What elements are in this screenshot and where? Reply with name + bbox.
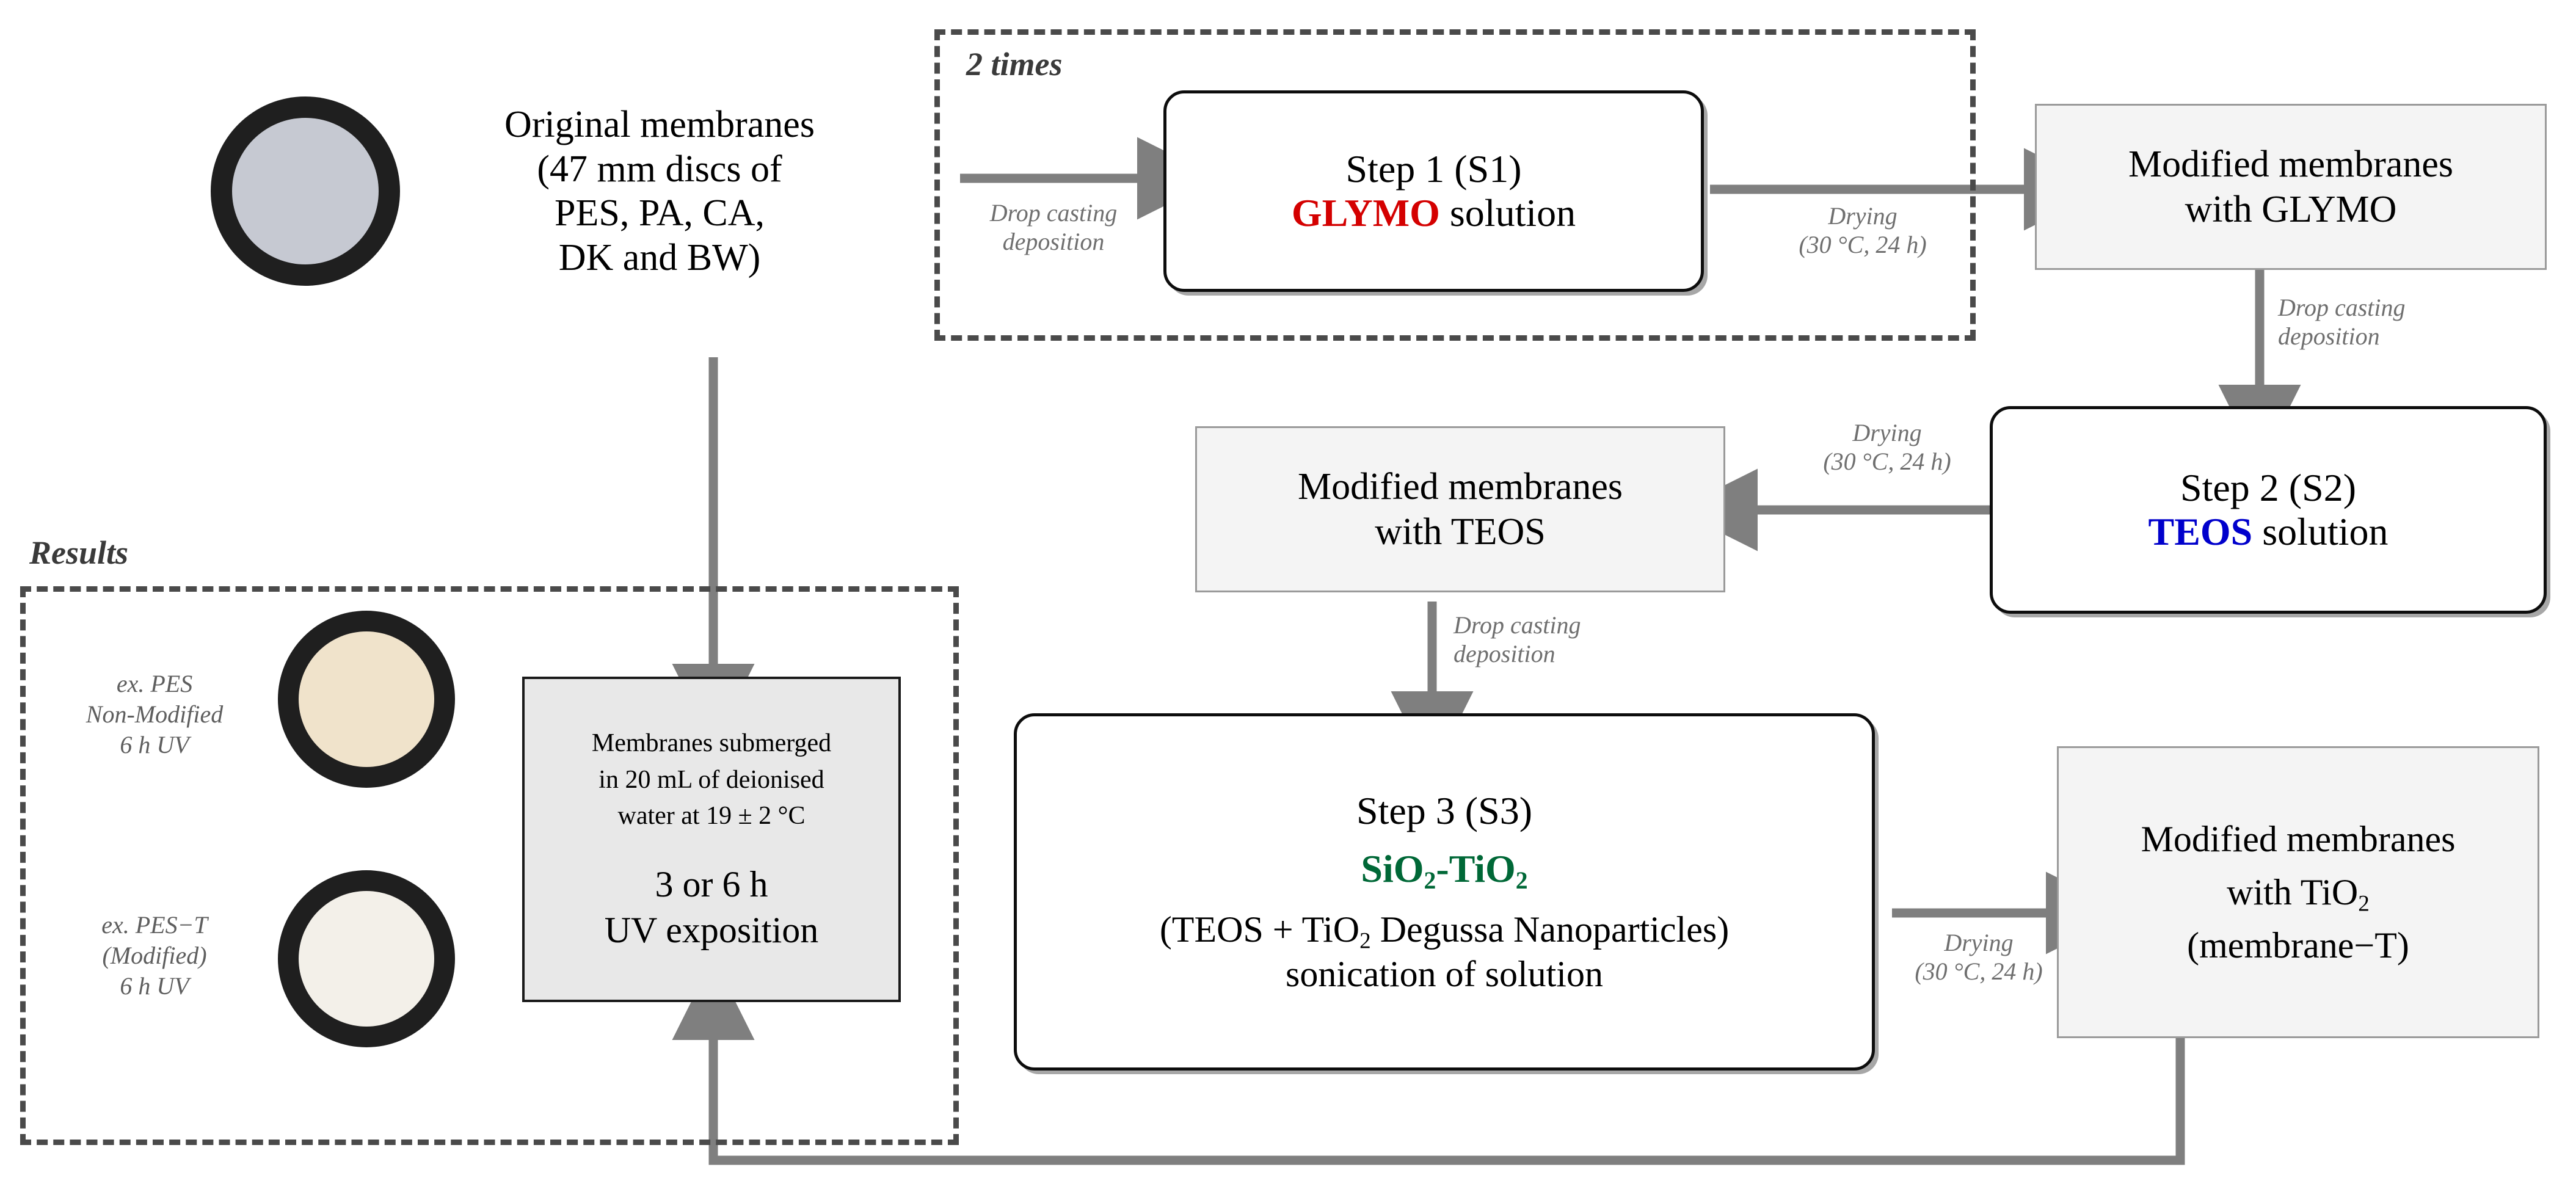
step2-title: Step 2 (S2) <box>2180 466 2356 510</box>
product-tio2-line2: with TiO2 <box>2227 866 2370 919</box>
step3-chem-ti: TiO <box>1449 847 1516 891</box>
product-teos-box[interactable]: Modified membranes with TEOS <box>1195 426 1725 592</box>
product-glymo-line1: Modified membranes <box>2128 143 2454 185</box>
step3-detail-b: sonication of solution <box>1286 954 1603 995</box>
source-line2: (47 mm discs of <box>537 148 782 190</box>
sample-1-label: ex. PES Non-Modified 6 h UV <box>54 669 255 760</box>
step2-chem-suffix: solution <box>2252 510 2389 553</box>
step3-chem-dash: - <box>1436 847 1449 891</box>
product-tio2-line1: Modified membranes <box>2141 818 2456 859</box>
step3-chem-ti-sub: 2 <box>1515 867 1528 895</box>
source-title: Original membranes <box>504 104 815 145</box>
step3-detail-a-pre: (TEOS + TiO <box>1159 909 1360 950</box>
edge-label-step3-tio2: Drying (30 °C, 24 h) <box>1887 928 2070 986</box>
uv-line4: 3 or 6 h <box>655 864 768 904</box>
step3-detail-a-rest: Degussa Nanoparticles) <box>1370 909 1730 950</box>
product-tio2-line3: (membrane−T) <box>2187 925 2409 965</box>
sample-1-line1: ex. PES <box>116 670 193 697</box>
uv-exposition-box[interactable]: Membranes submerged in 20 mL of deionise… <box>522 677 901 1002</box>
source-label: Original membranes (47 mm discs of PES, … <box>428 103 892 280</box>
edge-label-step1-glymo-l2: (30 °C, 24 h) <box>1799 231 1927 259</box>
sample-2-disc <box>278 870 455 1047</box>
edge-label-teos-step3: Drop casting deposition <box>1454 611 1698 668</box>
sample-1-line2: Non-Modified <box>86 700 224 728</box>
product-tio2-box[interactable]: Modified membranes with TiO2 (membrane−T… <box>2057 746 2539 1038</box>
sample-1-line3: 6 h UV <box>120 731 189 758</box>
product-glymo-box[interactable]: Modified membranes with GLYMO <box>2035 104 2547 270</box>
results-group-label: Results <box>29 534 129 571</box>
uv-line5: UV exposition <box>604 909 819 950</box>
source-line3: PES, PA, CA, <box>554 192 765 235</box>
step3-chem-line: SiO2-TiO2 <box>1361 847 1528 895</box>
edge-label-step2-teos-l1: Drying <box>1852 419 1922 446</box>
edge-label-teos-step3-l2: deposition <box>1454 640 1555 668</box>
original-membrane-disc-core <box>232 118 379 264</box>
step1-chem-suffix: solution <box>1439 191 1576 235</box>
sample-2-label: ex. PES−T (Modified) 6 h UV <box>54 910 255 1002</box>
uv-line3: water at 19 ± 2 °C <box>617 802 806 831</box>
edge-label-step3-tio2-l1: Drying <box>1944 929 2014 956</box>
step2-box[interactable]: Step 2 (S2) TEOS solution <box>1990 406 2547 614</box>
step1-title: Step 1 (S1) <box>1345 147 1522 191</box>
product-teos-line2: with TEOS <box>1375 511 1546 553</box>
original-membrane-disc <box>211 96 400 286</box>
edge-label-glymo-step2-l2: deposition <box>2278 322 2380 351</box>
step3-detail-a: (TEOS + TiO2 Degussa Nanoparticles) <box>1159 909 1730 954</box>
step3-title: Step 3 (S3) <box>1356 788 1532 832</box>
step1-chem-line: GLYMO solution <box>1292 191 1576 235</box>
sample-2-line1: ex. PES−T <box>101 911 208 939</box>
sample-2-disc-core <box>299 891 434 1027</box>
edge-label-step2-teos-l2: (30 °C, 24 h) <box>1823 448 1951 476</box>
edge-label-step1-glymo: Drying (30 °C, 24 h) <box>1734 202 1991 259</box>
repeat-group-label: 2 times <box>966 46 1063 82</box>
source-line4: DK and BW) <box>558 236 761 278</box>
sample-1-disc <box>278 611 455 788</box>
uv-line2: in 20 mL of deionised <box>599 765 824 794</box>
product-glymo-line2: with GLYMO <box>2185 189 2397 230</box>
product-tio2-line2-pre: with TiO <box>2227 871 2359 912</box>
step3-chem-si-sub: 2 <box>1424 867 1436 895</box>
sample-2-line2: (Modified) <box>102 942 207 969</box>
step1-box[interactable]: Step 1 (S1) GLYMO solution <box>1163 90 1704 292</box>
edge-label-glymo-step2: Drop casting deposition <box>2278 293 2522 351</box>
edge-label-step1-glymo-l1: Drying <box>1828 202 1897 230</box>
edge-label-source-step1-l1: Drop casting <box>989 199 1118 227</box>
edge-label-source-step1-l2: deposition <box>1002 228 1105 256</box>
step2-chem-line: TEOS solution <box>2148 510 2389 554</box>
edge-label-glymo-step2-l1: Drop casting <box>2278 294 2406 321</box>
product-tio2-line2-sub: 2 <box>2358 890 2370 916</box>
product-teos-line1: Modified membranes <box>1297 465 1623 507</box>
repeat-group-frame <box>934 29 1976 341</box>
step3-box[interactable]: Step 3 (S3) SiO2-TiO2 (TEOS + TiO2 Degus… <box>1014 713 1875 1071</box>
step3-chem-si: SiO <box>1361 847 1424 891</box>
step2-chem: TEOS <box>2148 510 2253 553</box>
step1-chem: GLYMO <box>1291 191 1440 235</box>
edge-label-step2-teos: Drying (30 °C, 24 h) <box>1759 418 2015 476</box>
edge-label-source-step1: Drop casting deposition <box>953 198 1154 256</box>
sample-2-line3: 6 h UV <box>120 972 189 1000</box>
uv-line1: Membranes submerged <box>591 729 832 758</box>
edge-label-teos-step3-l1: Drop casting <box>1454 611 1581 639</box>
sample-1-disc-core <box>299 631 434 767</box>
edge-label-step3-tio2-l2: (30 °C, 24 h) <box>1915 958 2043 986</box>
step3-detail-a-sub: 2 <box>1359 928 1371 954</box>
results-group-frame <box>20 586 959 1145</box>
